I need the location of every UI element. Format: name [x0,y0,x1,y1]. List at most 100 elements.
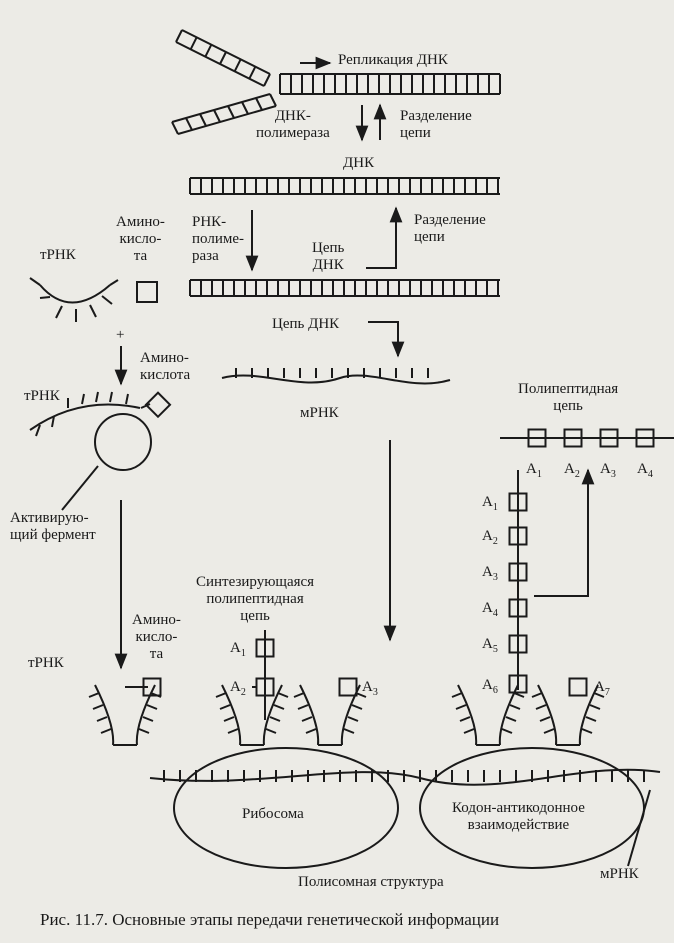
fork-lower-rung [227,105,235,119]
ribosome-1-trna-b-tick [305,728,317,734]
trna-3-tick [88,692,100,698]
ribosome-2-trna-a-tick [455,704,467,710]
vertical-chain-a1: A1 [482,494,498,513]
label-mrna-1: мРНК [300,405,339,421]
trna-3-tick [92,704,104,710]
ribosome-1-trna-a-tick [223,716,235,722]
label-trna-1: тРНК [40,247,76,263]
ribosome-2-box-a7 [568,677,588,697]
trna-2-tick [35,424,41,437]
top-chain-a3: A3 [600,461,616,480]
label-amino-acid-2: Амино- кислота [140,350,191,383]
ribosome-1-trna-a-tick [227,728,239,734]
trna-2-tick [51,415,55,428]
ribosome-2-trna-a-tick [509,704,521,710]
label-dna-strand-1: Цепь ДНК [312,240,345,273]
vertical-chain-box-6 [508,674,528,694]
top-chain-a4: A4 [637,461,653,480]
fork-upper-rung [189,36,198,50]
label-synthesizing-chain: Синтезирующаяся полипептидная цепь [196,574,315,624]
trna-3-tick [100,728,112,734]
activating-enzyme-circle [94,413,152,471]
label-plus: + [116,327,125,343]
fork-lower-rung [269,93,277,107]
label-polysome: Полисомная структура [298,874,444,890]
dna-to-mrna-arrow [368,321,405,358]
fork-lower-outer [171,93,271,123]
fork-lower-rung [185,117,193,131]
trna-2-tick [109,391,113,403]
trna-2-tick [81,393,85,405]
fork-lower-rung [213,109,221,123]
ribosome-1-trna-b [299,684,361,746]
top-chain-a1: A1 [526,461,542,480]
fork-upper-rung [263,73,271,87]
ribosome-1-trna-a-tick [215,692,227,698]
trna-1-tick [29,277,41,286]
fork-lower-rung [241,101,249,115]
ribosome-2-trna-a-tick [463,728,475,734]
ribosome1-a1: A1 [230,640,246,659]
trna-3-tick [138,728,150,734]
trna-3 [94,684,156,746]
polypeptide-box-2 [563,428,583,448]
mrna-1-strand [221,374,451,385]
ribosome-1-trna-b-tick [347,716,359,722]
label-amino-acid-3: Амино- кисло- та [132,612,181,662]
ribosome-1-box-a3 [338,677,358,697]
label-rna-polymerase: РНК- полиме- раза [192,214,244,264]
ribosome-1-trna-a-tick [269,716,281,722]
polypeptide-box-4 [635,428,655,448]
ribosome1-a2: A2 [230,679,246,698]
ribosome-2-trna-a-tick [501,728,513,734]
ribosome-1 [173,747,399,869]
label-mrna-2: мРНК [600,866,639,882]
vertical-chain-a3: A3 [482,564,498,583]
trna-3-tick [150,692,162,698]
trna-1-tick [109,279,119,286]
fork-upper-rung [233,58,242,72]
trna-1-tick [89,304,97,318]
ribosome-2-trna-a-tick [513,692,525,698]
polypeptide-box-3 [599,428,619,448]
top-chain-a2: A2 [564,461,580,480]
fork-upper-rung [204,44,213,58]
vertical-chain-a6: A6 [482,677,498,696]
ribosome-1-trna-b-tick [355,692,367,698]
figure-caption: Рис. 11.7. Основные этапы передачи генет… [40,910,500,929]
label-strand-separation-1: Разделение цепи [400,108,472,141]
label-strand-separation-2: Разделение цепи [414,212,486,245]
ribosome-1-trna-b-tick [343,728,355,734]
ribosome-2-trna-b-tick [593,692,605,698]
ribosome-2-trna-b-tick [585,716,597,722]
ribosome2-a7: A7 [594,679,610,698]
trna-2-tick [125,393,129,405]
label-codon-anticodon: Кодон-антикодонное взаимодействие [452,800,585,833]
trna-1-strand [39,284,111,304]
trna-2-strand [29,403,141,431]
amino-acid-box-1 [136,281,158,303]
polypeptide-box-1 [527,428,547,448]
trna-2-tick [95,391,99,403]
label-polypeptide-chain: Полипептидная цепь [518,381,619,414]
fork-upper-rung [248,66,257,80]
label-trna-2: тРНК [24,388,60,404]
ribosome-2-trna-a-tick [459,716,471,722]
enzyme-pointer-line [61,465,99,511]
vertical-chain-a4: A4 [482,600,498,619]
ribosome-2-trna-b-tick [589,704,601,710]
ribosome-2-trna-b-tick [581,728,593,734]
ribosome-2-trna-b-tick [535,704,547,710]
fork-lower-rung [199,113,207,127]
fork-upper-rung [175,29,183,43]
ribosome-2-trna-b-tick [531,692,543,698]
vertical-chain-box-2 [508,526,528,546]
vertical-chain-box-1 [508,492,528,512]
trna-1-tick [39,296,51,299]
trna-3-tick [146,704,158,710]
ribosome-1-trna-b-tick [301,716,313,722]
ribosome-1-trna-b-tick [351,704,363,710]
label-activating-enzyme: Активирую- щий фермент [10,510,96,543]
